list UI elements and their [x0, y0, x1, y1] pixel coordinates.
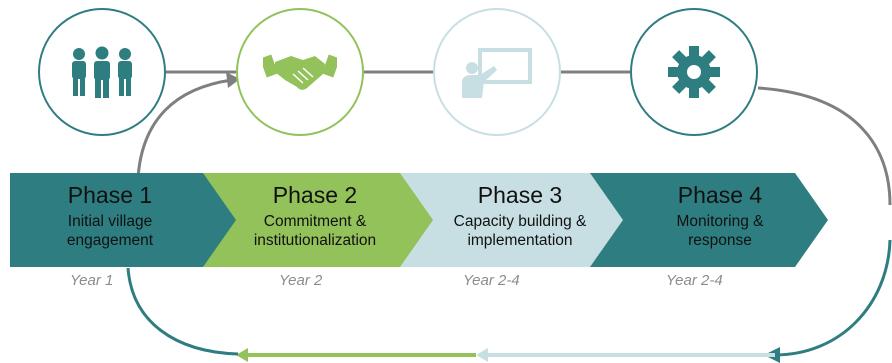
phase-title: Phase 3 [477, 182, 563, 208]
phase-2-label: Phase 2 Commitment & institutionalizatio… [210, 173, 420, 267]
presentation-icon [462, 48, 532, 98]
loop-arrow-right-lower [774, 239, 892, 357]
phase-3-year: Year 2-4 [463, 272, 520, 289]
phase-description-line1: Commitment & [263, 213, 367, 230]
phase-description-line2: engagement [66, 232, 154, 249]
phase-1-circle [38, 8, 166, 136]
phase-3-circle [433, 8, 561, 136]
phase-title: Phase 2 [272, 182, 358, 208]
loop-arrow-bottom-left [126, 267, 239, 356]
phase-1-chevron [10, 173, 248, 267]
phase-description-line2: implementation [467, 232, 573, 249]
phase-description-line2: response [688, 232, 752, 249]
arrowhead [226, 72, 240, 88]
phase-title: Phase 4 [677, 182, 763, 208]
phase-3-label: Phase 3 Capacity building & implementati… [410, 173, 630, 267]
people-icon [72, 46, 132, 98]
phase-2-chevron [203, 173, 445, 267]
arrowhead [476, 348, 488, 362]
phase-4-label: Phase 4 Monitoring & response [620, 173, 820, 267]
phase-3-chevron [400, 173, 633, 267]
arrowhead [236, 348, 248, 362]
phase-2-circle [236, 8, 364, 136]
phase-2-year: Year 2 [279, 272, 323, 289]
phase-title: Phase 1 [67, 182, 153, 208]
phase-1-year: Year 1 [70, 272, 114, 289]
phase-4-circle [630, 8, 758, 136]
phase-4-chevron [590, 173, 828, 267]
phase-1-label: Phase 1 Initial village engagement [0, 173, 220, 267]
gear-icon [668, 46, 720, 98]
handshake-icon [263, 54, 337, 90]
loop-arrow-right [757, 86, 892, 206]
phase-description-line1: Capacity building & [453, 213, 587, 230]
phase-description-line2: institutionalization [253, 232, 377, 249]
phase-description-line1: Monitoring & [676, 213, 764, 230]
loop-arrow-top [136, 78, 233, 179]
phase-description-line1: Initial village [67, 213, 153, 230]
phase-4-year: Year 2-4 [666, 272, 723, 289]
